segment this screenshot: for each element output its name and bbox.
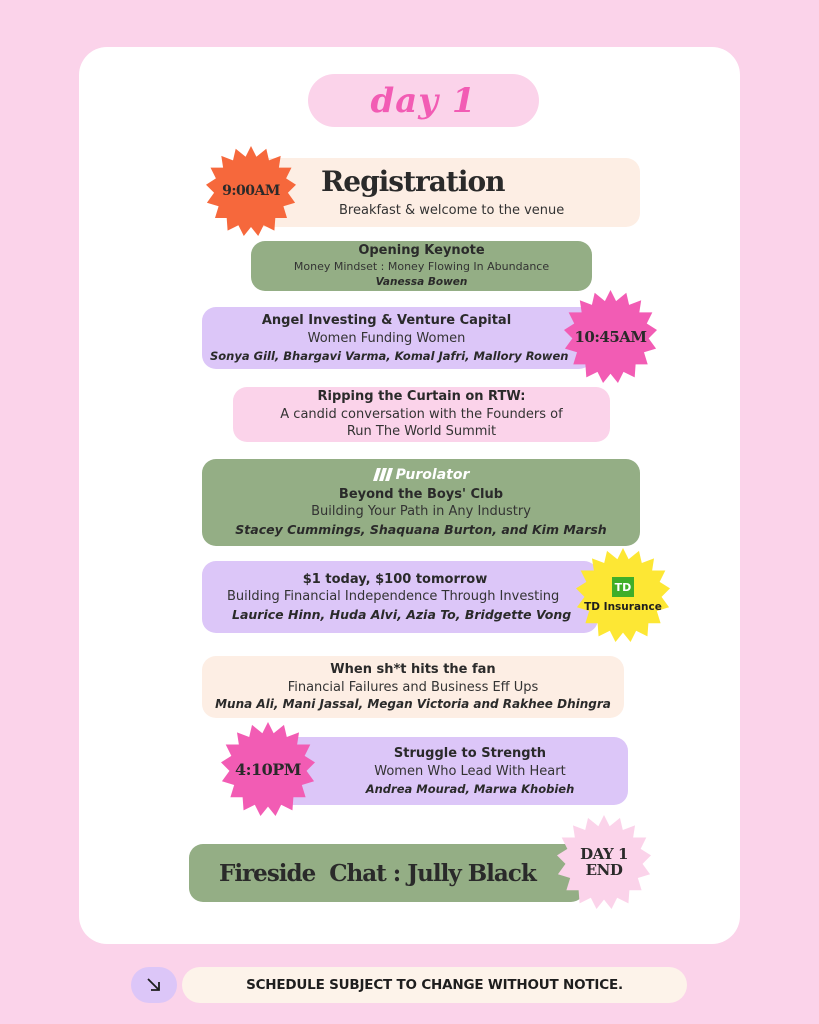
sponsor-badge-td: TD TD Insurance <box>573 548 673 642</box>
session-title: Registration <box>321 164 505 198</box>
session-title: Angel Investing & Venture Capital <box>261 313 512 329</box>
session-opening-keynote: Opening Keynote Money Mindset : Money Fl… <box>251 241 592 291</box>
time-badge-struggle: 4:10PM <box>217 722 319 816</box>
schedule-notice: SCHEDULE SUBJECT TO CHANGE WITHOUT NOTIC… <box>182 967 687 1003</box>
day-title-pill: day 1 <box>308 74 539 127</box>
day-title: day 1 <box>370 80 477 121</box>
session-subtitle: Women Who Lead With Heart <box>374 763 566 779</box>
session-title: $1 today, $100 tomorrow <box>302 571 488 587</box>
session-fireside-chat: Fireside Chat : Jully Black <box>189 844 585 902</box>
session-boys-club: Purolator Beyond the Boys' Club Building… <box>202 459 640 546</box>
session-speakers: Stacey Cummings, Shaquana Burton, and Ki… <box>235 521 607 537</box>
session-subtitle: Building Your Path in Any Industry <box>311 504 531 520</box>
sponsor-purolator-logo: Purolator <box>372 466 470 483</box>
session-subtitle: Breakfast & welcome to the venue <box>339 203 565 219</box>
session-ripping-curtain: Ripping the Curtain on RTW: A candid con… <box>233 387 610 442</box>
session-registration: Registration Breakfast & welcome to the … <box>231 158 640 227</box>
starburst-icon <box>557 815 651 909</box>
time-label: 10:45AM <box>574 327 647 346</box>
session-subtitle: Financial Failures and Business Eff Ups <box>287 679 539 695</box>
time-label: 9:00AM <box>222 183 280 199</box>
day-end-line2: END <box>585 861 623 879</box>
session-title: Opening Keynote <box>358 243 485 259</box>
session-subtitle-line1: A candid conversation with the Founders … <box>280 406 563 422</box>
session-one-dollar: $1 today, $100 tomorrow Building Financi… <box>202 561 598 633</box>
session-subtitle: Building Financial Independence Through … <box>227 589 560 605</box>
starburst-icon <box>564 290 657 383</box>
time-label: 4:10PM <box>234 759 302 779</box>
session-title: Beyond the Boys' Club <box>338 486 504 502</box>
day-end-badge: DAY 1 END <box>557 808 651 916</box>
session-subtitle: Money Mindset : Money Flowing In Abundan… <box>293 260 550 273</box>
arrow-down-right-icon <box>131 967 177 1003</box>
session-speakers: Andrea Mourad, Marwa Khobieh <box>365 781 575 796</box>
td-logo-text: TD <box>614 580 632 594</box>
starburst-icon <box>221 722 315 816</box>
session-title: Struggle to Strength <box>393 746 547 762</box>
session-subtitle-line2: Run The World Summit <box>346 424 497 440</box>
td-logo-icon: TD <box>612 577 634 597</box>
session-title: Fireside Chat : Jully Black <box>219 859 537 887</box>
session-struggle-strength: Struggle to Strength Women Who Lead With… <box>262 737 628 805</box>
session-speakers: Sonya Gill, Bhargavi Varma, Komal Jafri,… <box>210 348 569 363</box>
time-badge-angel: 10:45AM <box>563 290 658 383</box>
purolator-mark-icon <box>372 468 393 482</box>
schedule-notice-text: SCHEDULE SUBJECT TO CHANGE WITHOUT NOTIC… <box>246 977 623 993</box>
session-sht-hits-fan: When sh*t hits the fan Financial Failure… <box>202 656 624 718</box>
session-angel-investing: Angel Investing & Venture Capital Women … <box>202 307 593 369</box>
session-title: When sh*t hits the fan <box>330 662 496 678</box>
sponsor-name: TD Insurance <box>584 601 662 613</box>
time-badge-registration: 9:00AM <box>203 146 299 236</box>
starburst-icon <box>206 146 296 236</box>
session-speakers: Vanessa Bowen <box>375 275 468 288</box>
session-title: Ripping the Curtain on RTW: <box>317 389 526 405</box>
session-speakers: Muna Ali, Mani Jassal, Megan Victoria an… <box>215 697 611 712</box>
sponsor-name: Purolator <box>395 466 470 483</box>
day-end-line1: DAY 1 <box>580 844 628 863</box>
session-subtitle: Women Funding Women <box>307 330 466 346</box>
session-speakers: Laurice Hinn, Huda Alvi, Azia To, Bridge… <box>232 606 572 622</box>
